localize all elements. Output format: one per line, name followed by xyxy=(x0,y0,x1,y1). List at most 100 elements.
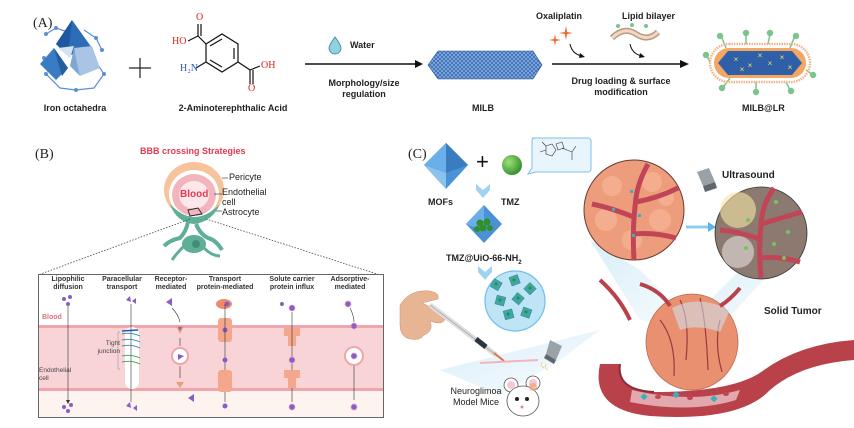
mofs-label: MOFs xyxy=(428,197,454,207)
inset-blood-label: Blood xyxy=(42,314,62,321)
svg-text:×: × xyxy=(748,61,753,70)
transport-protein-pathway xyxy=(216,299,232,409)
carboxyl-hydroxyl-right: OH xyxy=(261,60,276,71)
tight-junction-line1: Tight xyxy=(105,340,120,347)
plus-icon xyxy=(129,58,151,78)
water-label: Water xyxy=(350,40,375,50)
tumor-before-circle xyxy=(583,159,685,261)
ultrasound-probe-lower xyxy=(540,340,562,371)
iron-octahedra-label: Iron octahedra xyxy=(43,103,107,113)
svg-text:×: × xyxy=(780,53,785,62)
drug-loading-label: Drug loading & surface modification xyxy=(556,76,686,98)
carboxyl-oxygen-top: O xyxy=(196,12,204,23)
plus-sign-c: + xyxy=(476,149,489,174)
svg-text:×: × xyxy=(788,63,793,72)
mice-label-line2: Model Mice xyxy=(452,397,499,407)
milb-lr-label: MILB@LR xyxy=(742,103,785,113)
lipid-bilayer-label: Lipid bilayer xyxy=(622,11,676,21)
iron-octahedra-illustration xyxy=(40,20,106,92)
svg-text:×: × xyxy=(768,59,773,68)
water-droplet-icon xyxy=(328,36,342,55)
brain-side-layer xyxy=(39,391,383,417)
amine-group-label: H₂N xyxy=(180,63,198,74)
tumor-after-circle xyxy=(714,186,808,280)
mech-solute-line2: protein influx xyxy=(269,284,315,291)
panel-c-label: (C) xyxy=(408,147,427,162)
tight-junction-label: Tight junction xyxy=(94,340,120,356)
inset-endothelial-label: Endothelial cell xyxy=(39,367,71,383)
vessel-blood-label: Blood xyxy=(180,189,209,200)
drug-loading-line2: modification xyxy=(594,87,648,97)
paracellular-pathway xyxy=(117,296,141,411)
mof-octahedron-icon xyxy=(424,143,468,189)
bbb-transport-inset xyxy=(38,274,384,418)
receptor-mediated-pathway xyxy=(166,298,194,402)
blood-layer xyxy=(39,275,383,327)
aminoterephthalic-acid-label: 2-Aminoterephthalic Acid xyxy=(178,103,288,113)
solid-tumor-label: Solid Tumor xyxy=(764,306,822,317)
carboxyl-hydroxyl-left: HO xyxy=(172,36,187,47)
milb-nanorod-illustration xyxy=(427,50,543,80)
nanoparticle-zoom-circle xyxy=(484,270,546,332)
solute-carrier-pathway xyxy=(280,302,300,411)
carboxyl-oxygen-bottom: O xyxy=(248,83,256,94)
mice-label: Neuroglimoa Model Mice xyxy=(446,386,506,408)
solid-tumor-illustration xyxy=(598,278,854,417)
composite-subscript: 2 xyxy=(518,259,522,266)
endothelial-line2: cell xyxy=(222,197,236,207)
mech-paracellular: Paracellular transport xyxy=(96,276,148,292)
svg-text:×: × xyxy=(734,55,739,64)
hand-with-syringe xyxy=(399,290,505,362)
svg-text:×: × xyxy=(758,51,763,60)
mech-lipophilic: Lipophilic diffusion xyxy=(43,276,93,292)
oxaliplatin-sparkle-icon xyxy=(549,26,573,46)
morphology-label-line1: Morphology/size xyxy=(328,78,400,88)
milb-label: MILB xyxy=(472,103,494,113)
tmz-sphere-icon xyxy=(502,155,522,175)
lipid-curved-arrow xyxy=(629,43,645,58)
mech-lipophilic-line1: Lipophilic xyxy=(51,276,85,283)
drug-loading-line1: Drug loading & surface xyxy=(571,76,671,86)
pericyte-label: Pericyte xyxy=(229,172,262,182)
endothelial-cell-label: Endothelial cell xyxy=(222,187,267,207)
astrocyte-label: Astrocyte xyxy=(222,207,260,217)
step2-arrow xyxy=(552,60,689,68)
mech-receptor-line1: Receptor- xyxy=(154,276,188,283)
inset-labels: Lipophilic diffusion Paracellular transp… xyxy=(38,274,382,416)
panel-a-label: (A) xyxy=(33,16,53,31)
ultrasound-label: Ultrasound xyxy=(722,170,775,181)
mech-receptor-line2: mediated xyxy=(155,284,187,291)
ultrasound-probe-upper xyxy=(697,168,717,192)
mech-paracellular-line1: Paracellular xyxy=(102,276,142,283)
lipid-bilayer-icon xyxy=(609,23,661,41)
mech-transport-line1: Transport xyxy=(208,276,242,283)
mech-receptor: Receptor- mediated xyxy=(148,276,194,292)
svg-text:×: × xyxy=(740,65,745,74)
oxaliplatin-label: Oxaliplatin xyxy=(536,11,583,21)
milb-lr-illustration: ××× ×××× xyxy=(702,29,817,96)
mech-solute-line1: Solute carrier xyxy=(269,276,315,283)
bbb-strategies-title: BBB crossing Strategies xyxy=(140,146,246,156)
step1-arrow xyxy=(305,60,423,68)
mech-adsorptive-line1: Adsorptive- xyxy=(330,276,370,283)
composite-down-arrow xyxy=(478,266,492,280)
paracellular-gap xyxy=(125,327,139,389)
blood-vessel-cross-section xyxy=(162,162,228,261)
mech-lipophilic-line2: diffusion xyxy=(53,284,83,291)
panel-b-label: (B) xyxy=(35,147,54,162)
mouse-icon xyxy=(503,375,541,417)
adsorptive-pathway xyxy=(344,300,364,411)
tmz-uio-composite-label: TMZ@UiO-66-NH2 xyxy=(446,253,522,266)
inset-endothelial-line2: cell xyxy=(39,375,49,382)
endothelial-layer xyxy=(39,325,383,391)
mof-down-arrow xyxy=(476,184,490,198)
mech-paracellular-line2: transport xyxy=(106,284,138,291)
tmz-loaded-mof-icon xyxy=(466,205,502,243)
inset-endothelial-line1: Endothelial xyxy=(39,367,72,374)
morphology-label-line2: regulation xyxy=(342,89,386,99)
transport-mechanisms-drawing xyxy=(62,295,364,413)
composite-name: TMZ@UiO-66-NH xyxy=(446,253,519,263)
tmz-structure-bubble xyxy=(526,137,592,175)
mech-transport-line2: protein-mediated xyxy=(196,284,254,291)
